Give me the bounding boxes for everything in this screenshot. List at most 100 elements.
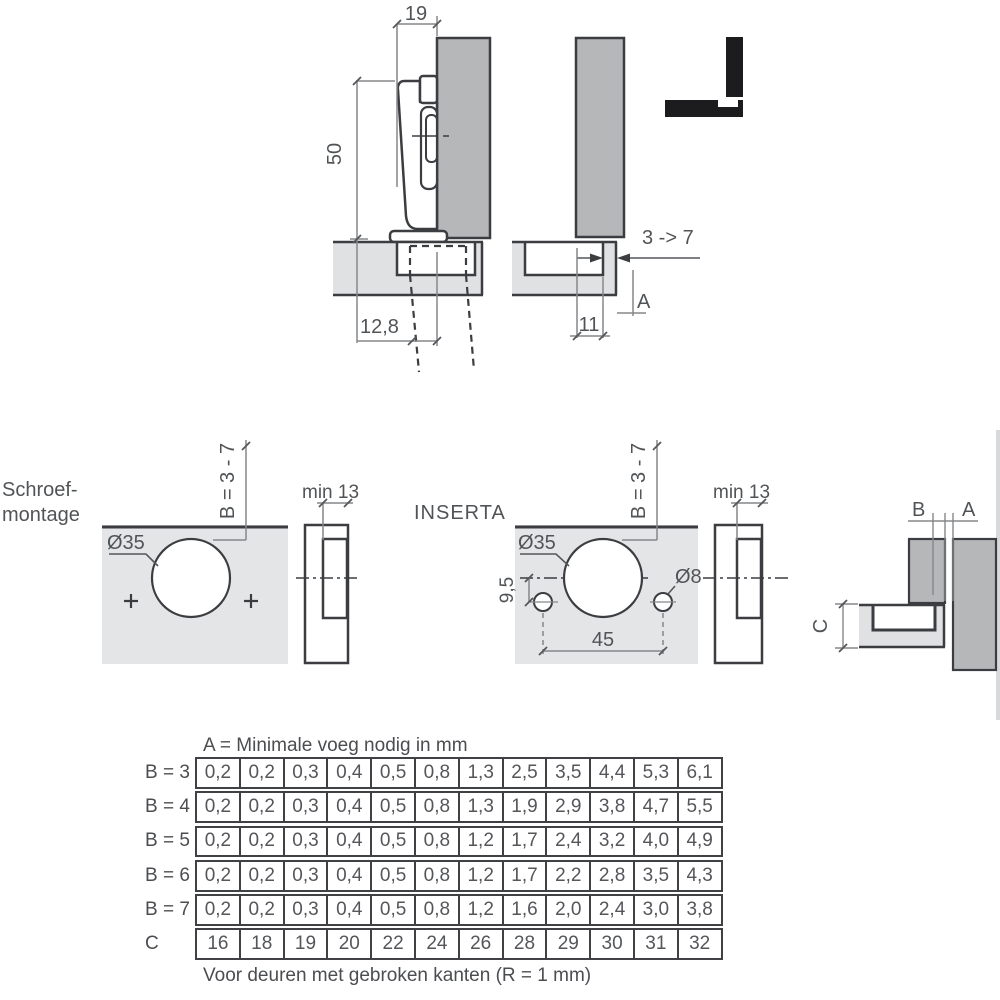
table-cell: 3,0 xyxy=(632,894,679,926)
table-cell: 0,2 xyxy=(238,791,285,824)
table-cell: 30 xyxy=(589,928,635,961)
dim-3-7 xyxy=(577,253,700,263)
hinge-slot-outer xyxy=(419,105,439,191)
dowel-diameter-label: Ø8 xyxy=(675,566,702,588)
table-cell: 0,4 xyxy=(326,825,373,858)
screw-mount-label-line1: Schroef- xyxy=(2,479,78,501)
table-cell: 1,3 xyxy=(457,791,504,824)
table-cell: 28 xyxy=(501,928,548,961)
hinge-cross-section: 19 50 12,8 xyxy=(324,3,492,373)
table-cell: 2,8 xyxy=(589,859,635,892)
dowel-diameter-leader xyxy=(667,585,676,595)
table-cell: 0,8 xyxy=(413,859,460,892)
table-cell: 3,2 xyxy=(589,825,635,858)
page-edge-sliver xyxy=(996,430,1000,720)
corner-b-label: B xyxy=(912,499,925,521)
hinge-slot-inner xyxy=(425,114,438,163)
hinge-base-plate xyxy=(388,229,449,244)
inset-application-icon xyxy=(665,37,743,117)
dim-c-lines xyxy=(835,599,858,653)
table-cell: 2,4 xyxy=(589,894,635,926)
table-cell: 2,9 xyxy=(545,791,592,824)
table-cell: 5,5 xyxy=(676,791,723,824)
table-cell: 5,3 xyxy=(632,757,679,789)
cup-diameter-label-inserta: Ø35 xyxy=(518,532,556,554)
table-cell: 0,4 xyxy=(326,894,373,926)
cabinet-panel-right xyxy=(512,240,618,297)
inset-door-section: 3 -> 7 A 11 xyxy=(512,36,743,341)
table-title: A = Minimale voeg nodig in mm xyxy=(203,735,468,756)
screw-mount-label-line2: montage xyxy=(2,504,80,526)
dim-b37-inserta-label: B = 3 - 7 xyxy=(628,443,650,519)
table-cell: 0,5 xyxy=(370,791,416,824)
screw-mount-diagram: Schroef- montage Ø35 B = 3 - 7 xyxy=(2,440,359,665)
table-cell: 29 xyxy=(545,928,592,961)
dim-11 xyxy=(570,248,610,341)
dim-9-5 xyxy=(524,573,534,607)
table-row-label: C xyxy=(145,933,159,955)
table-cell: 1,2 xyxy=(457,859,504,892)
table-cell: 22 xyxy=(370,928,416,961)
table-cell: 16 xyxy=(195,928,241,961)
table-cell: 32 xyxy=(676,928,723,961)
table-cell: 0,2 xyxy=(238,825,285,858)
table-row-label: B = 4 xyxy=(145,796,190,818)
table-cell: 0,4 xyxy=(326,859,373,892)
table-cell: 0,4 xyxy=(326,757,373,789)
table-cell: 0,4 xyxy=(326,791,373,824)
dim-11-label: 11 xyxy=(579,314,600,336)
table-cell: 0,5 xyxy=(370,757,416,789)
table-cell: 1,2 xyxy=(457,825,504,858)
table-cell: 0,2 xyxy=(195,791,241,824)
table-cell: 1,2 xyxy=(457,894,504,926)
table-cell: 0,8 xyxy=(413,894,460,926)
table-cell: 2,4 xyxy=(545,825,592,858)
corner-door-panel xyxy=(907,537,947,605)
table-cell: 20 xyxy=(326,928,373,961)
inserta-diagram: INSERTA Ø35 Ø8 9,5 45 xyxy=(414,440,790,665)
dim-45-label: 45 xyxy=(592,629,614,651)
table-cell: 0,3 xyxy=(282,757,329,789)
table-cell: 1,7 xyxy=(501,825,548,858)
dim-12-8-label: 12,8 xyxy=(360,316,399,338)
cup-diameter-label: Ø35 xyxy=(107,532,145,554)
table-cell: 2,5 xyxy=(501,757,548,789)
cup-diameter-leader-inserta xyxy=(520,553,570,567)
cup-hole-35-inserta xyxy=(562,537,644,619)
table-cell: 3,5 xyxy=(545,757,592,789)
dim-19 xyxy=(392,16,442,187)
table-cell: 18 xyxy=(238,928,285,961)
dim-min13-screw-label: min 13 xyxy=(302,482,359,503)
dim-ba-lines xyxy=(908,513,978,601)
table-footer: Voor deuren met gebroken kanten (R = 1 m… xyxy=(203,965,592,986)
dim-9-5-label: 9,5 xyxy=(497,577,518,603)
table-cell: 0,3 xyxy=(282,859,329,892)
dim-b37-inserta xyxy=(622,440,662,541)
hinge-clamp xyxy=(418,74,439,105)
dim-a xyxy=(617,270,646,316)
table-cell: 3,8 xyxy=(676,894,723,926)
door-side-view-inserta xyxy=(703,523,790,665)
table-cell: 4,0 xyxy=(632,825,679,858)
table-cell: 0,8 xyxy=(413,757,460,789)
corner-cabinet-side xyxy=(951,537,998,672)
door-panel xyxy=(435,36,492,240)
table-cell: 26 xyxy=(457,928,504,961)
table-cell: 0,5 xyxy=(370,894,416,926)
table-cell: 0,2 xyxy=(238,859,285,892)
table-cell: 31 xyxy=(632,928,679,961)
dim-min13-inserta xyxy=(731,498,768,540)
table-cell: 0,2 xyxy=(238,757,285,789)
table-cell: 1,6 xyxy=(501,894,548,926)
table-cell: 4,4 xyxy=(589,757,635,789)
table-cell: 4,3 xyxy=(676,859,723,892)
table-cell: 2,0 xyxy=(545,894,592,926)
